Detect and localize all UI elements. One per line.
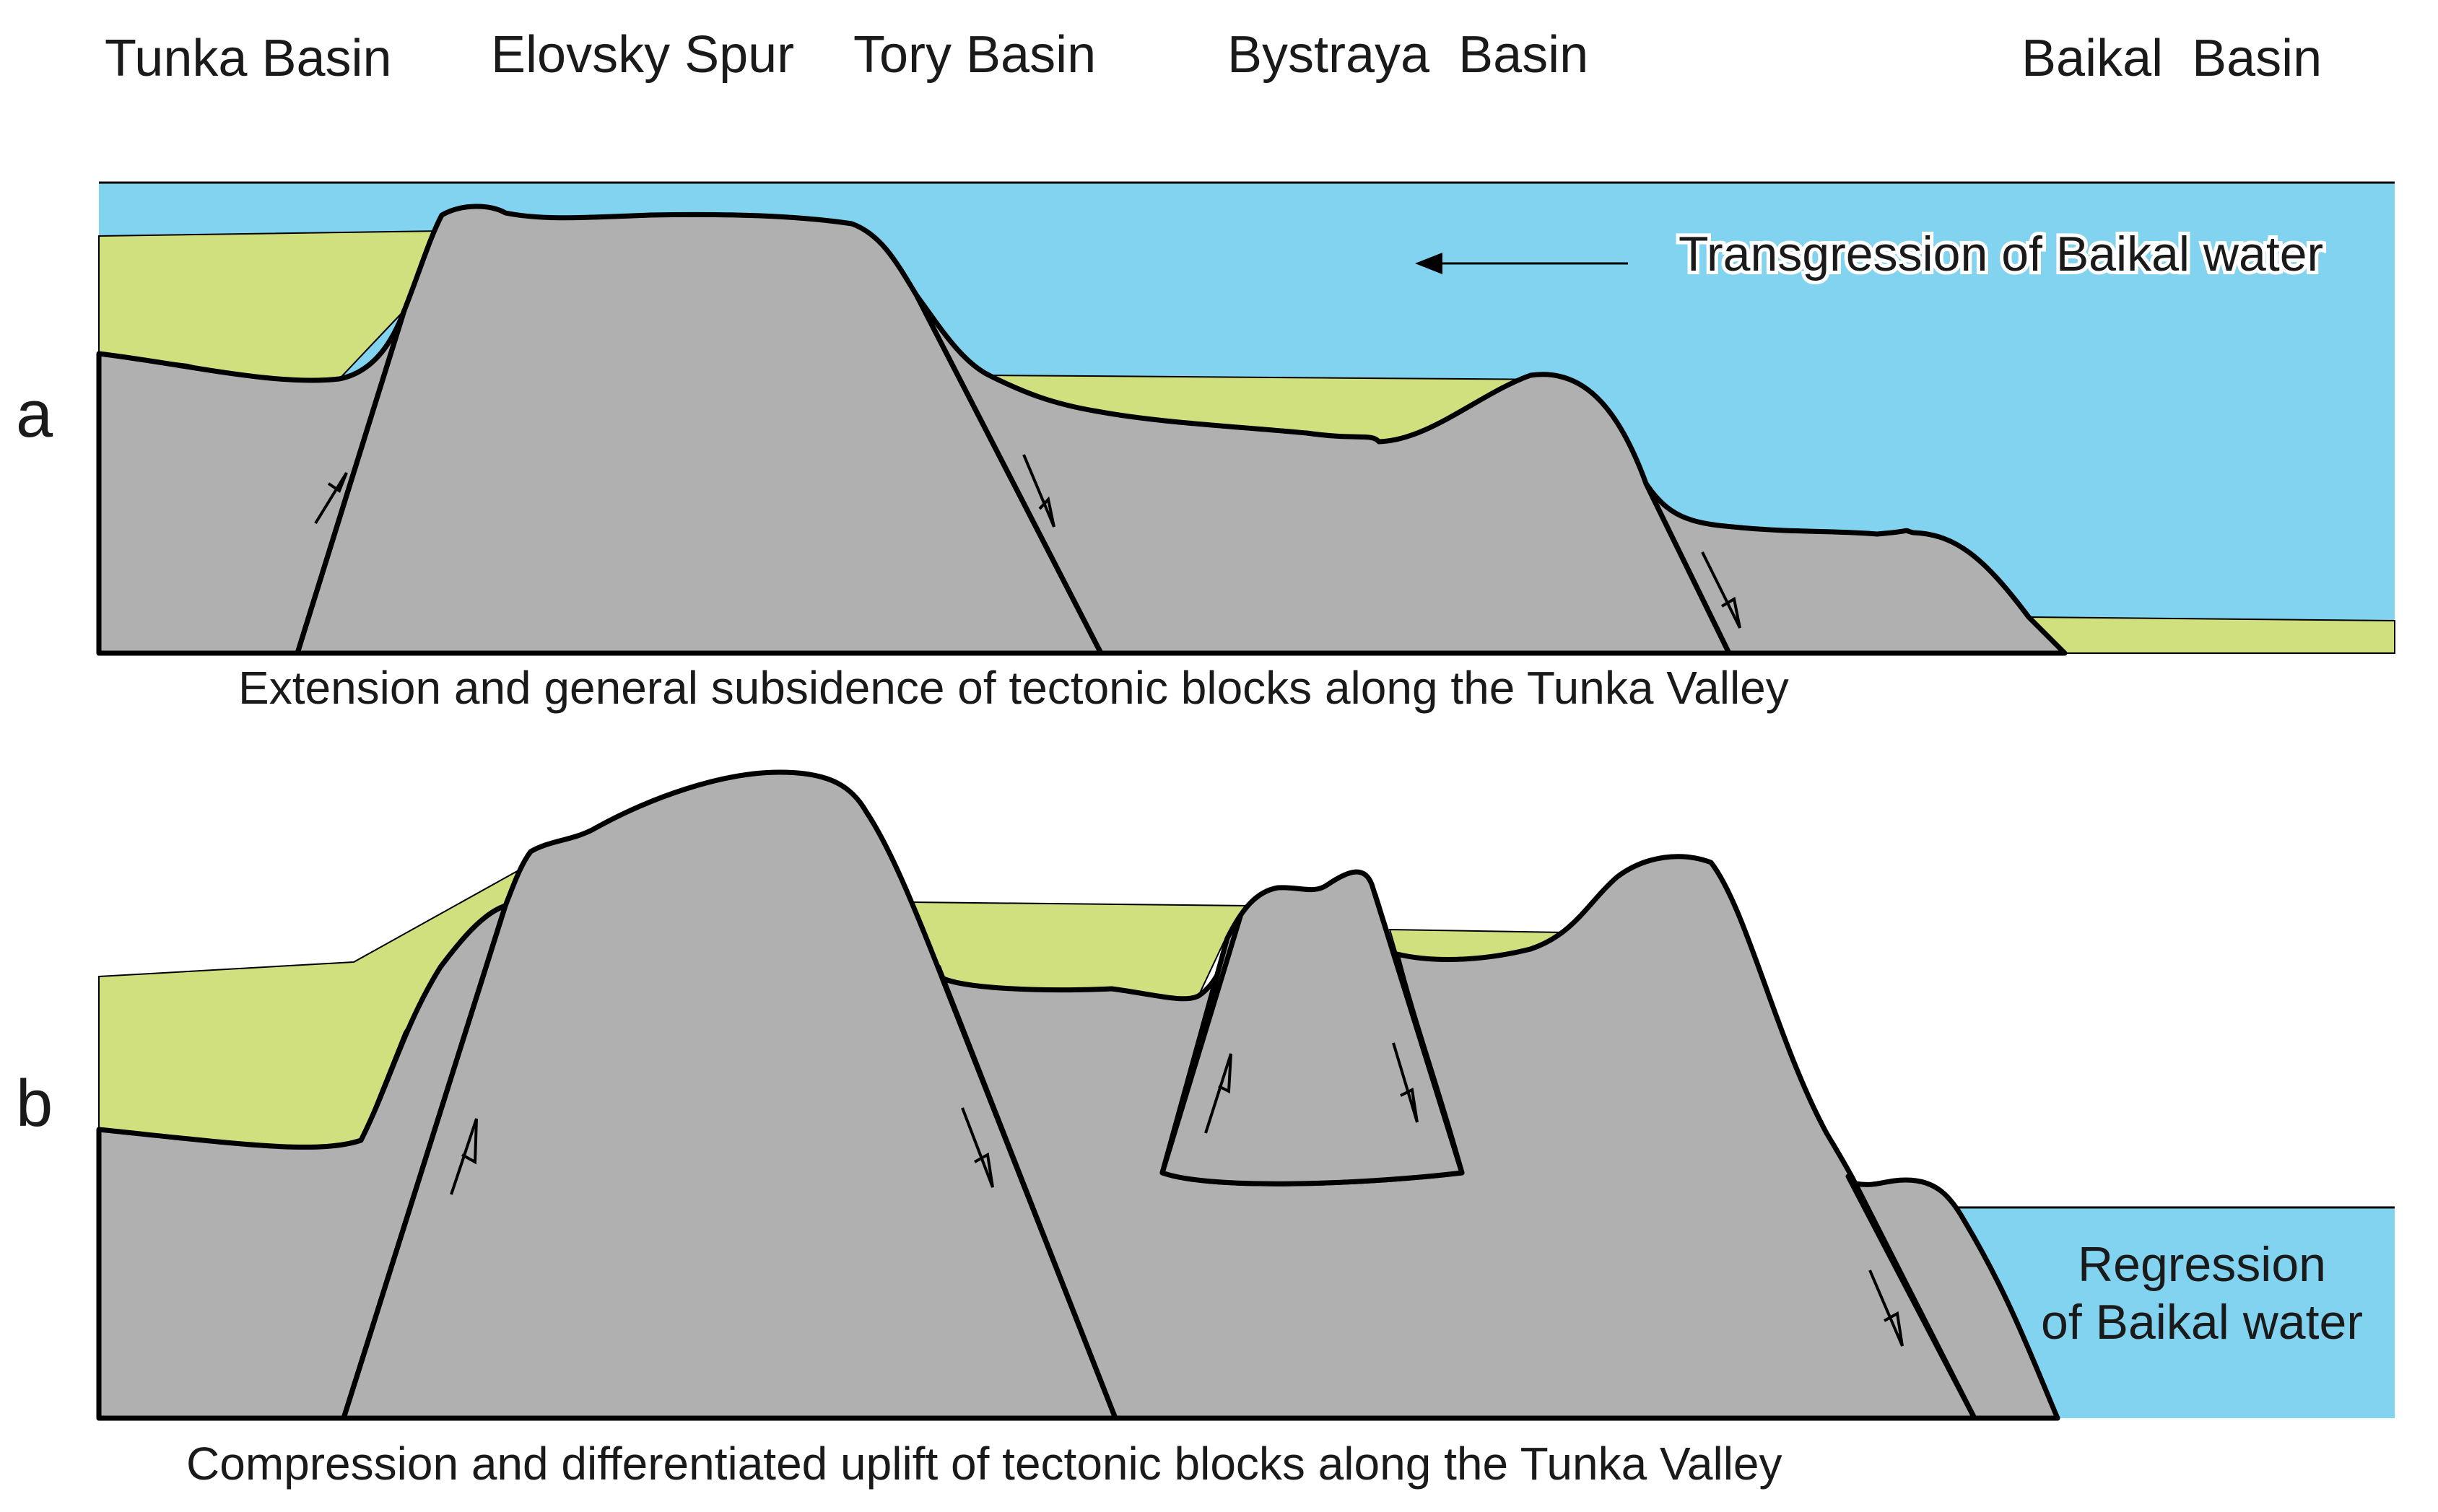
panel-a-elovsky-spur-block — [295, 204, 1104, 656]
panel-b-tunka-block — [96, 903, 508, 1421]
panel-b-fault-5-motion-arrow — [1868, 1270, 1904, 1347]
transgression-label: Transgression of Baikal water — [1679, 227, 2323, 281]
panel-a-fault-1-motion-arrow — [314, 471, 348, 525]
panel-a-baikal-margin-block — [1643, 481, 2068, 656]
panel-b: Regression of Baikal water b Compression… — [16, 769, 2395, 1490]
panel-a-baikal-sediment — [2026, 616, 2395, 654]
panel-b-caption: Compression and differentiated uplift of… — [186, 1438, 1782, 1490]
tory-basin-label: Tory Basin — [853, 26, 1096, 84]
panel-b-elovsky-spur-block — [341, 769, 1118, 1421]
panel-a-fault-3-motion-arrow — [1701, 551, 1741, 629]
panel-a: Transgression of Baikal water Transgress… — [16, 181, 2395, 714]
panel-b-fault-1-motion-arrow — [450, 1118, 478, 1195]
tunka-basin-label: Tunka Basin — [105, 30, 392, 87]
regression-label-line2: of Baikal water — [2041, 1295, 2363, 1350]
transgression-arrow-head — [1415, 253, 1442, 274]
panel-a-fault-3 — [1643, 481, 1732, 656]
bystraya-basin-label: Bystraya Basin — [1227, 26, 1588, 84]
panel-a-tory-bystraya-block — [914, 293, 1732, 656]
panel-b-fault-1 — [341, 903, 508, 1421]
panel-b-fault-4-motion-arrow — [1392, 1042, 1419, 1123]
panel-b-fault-4 — [1372, 892, 1465, 1176]
panel-b-fault-2 — [936, 964, 1118, 1421]
panel-b-fault-5 — [1845, 1174, 1977, 1421]
panel-a-tunka-block — [96, 307, 407, 656]
panel-b-fault-3-motion-arrow — [1204, 1053, 1232, 1134]
panel-a-caption: Extension and general subsidence of tect… — [238, 662, 1789, 714]
panel-b-letter: b — [16, 1067, 53, 1140]
panel-b-fault-3 — [1159, 914, 1243, 1176]
panel-b-horst-block — [1159, 869, 1465, 1187]
elovsky-spur-label: Elovsky Spur — [491, 26, 794, 84]
regression-label-line1: Regression — [2078, 1237, 2326, 1292]
panel-a-fault-2 — [914, 293, 1104, 656]
baikal-basin-label: Baikal Basin — [2021, 30, 2322, 87]
panel-a-fault-1 — [295, 307, 407, 656]
transgression-label-halo: Transgression of Baikal water — [1679, 227, 2323, 281]
panel-a-letter: a — [16, 377, 53, 451]
panel-b-baikal-margin-block — [1853, 1177, 2060, 1421]
panel-a-fault-2-motion-arrow — [1022, 454, 1055, 528]
panel-b-fault-2-motion-arrow — [961, 1107, 994, 1188]
